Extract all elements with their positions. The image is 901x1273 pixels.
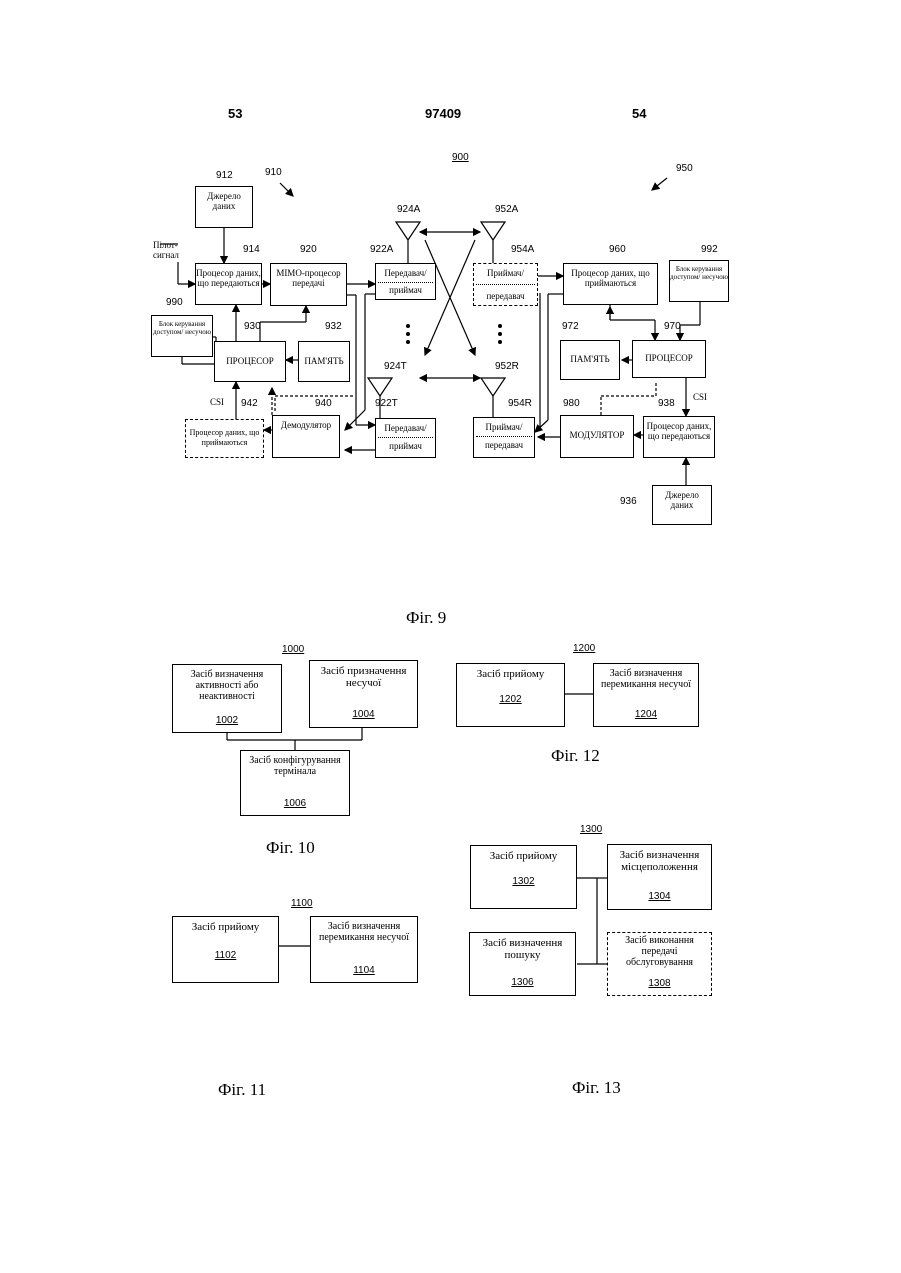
ref-912: 912 <box>216 170 233 181</box>
access-carrier-control-990: Блок керування доступом/ несучою <box>151 315 213 357</box>
rx-data-processor-942: Процесор даних, що приймаються <box>185 419 264 458</box>
csi-label-left: CSI <box>210 397 224 407</box>
mimo-tx-processor-920: MIMO-процесор передачі <box>270 263 347 306</box>
ref-938: 938 <box>658 398 675 409</box>
ref-970: 970 <box>664 321 681 332</box>
fig9-ref-950: 950 <box>676 163 693 174</box>
transceiver-922T: Передавач/ приймач <box>375 418 436 458</box>
box-1202: Засіб прийому1202 <box>456 663 565 727</box>
box-1104: Засіб визначення перемикання несучої1104 <box>310 916 418 983</box>
fig11-ref: 1100 <box>291 898 313 909</box>
box-1302: Засіб прийому1302 <box>470 845 577 909</box>
antenna-924A <box>396 222 420 240</box>
memory-972: ПАМ'ЯТЬ <box>560 340 620 380</box>
fig12-ref: 1200 <box>573 643 595 654</box>
fig10-ref: 1000 <box>282 644 304 655</box>
ref-980: 980 <box>563 398 580 409</box>
box-1004: Засіб призначення несучої1004 <box>309 660 418 728</box>
antenna-label-952R: 952R <box>495 361 519 372</box>
ref-914: 914 <box>243 244 260 255</box>
box-1006: Засіб конфігурування терміналa1006 <box>240 750 350 816</box>
tx-data-processor-914: Процесор даних, що передаються <box>195 263 262 305</box>
transceiver-954R: Приймач/ передавач <box>473 417 535 458</box>
processor-930: ПРОЦЕСОР <box>214 341 286 382</box>
box-1102: Засіб прийому1102 <box>172 916 279 983</box>
data-source-912: Джерело даних <box>195 186 253 228</box>
memory-932: ПАМ'ЯТЬ <box>298 341 350 382</box>
ref-990: 990 <box>166 297 183 308</box>
fig9-ref-910: 910 <box>265 167 282 178</box>
ref-936: 936 <box>620 496 637 507</box>
antenna-952A <box>481 222 505 240</box>
antenna-label-924T: 924T <box>384 361 407 372</box>
ref-922T: 922T <box>375 398 398 409</box>
data-source-936: Джерело даних <box>652 485 712 525</box>
rx-data-processor-960: Процесор даних, що приймаються <box>563 263 658 305</box>
ref-992: 992 <box>701 244 718 255</box>
box-1002: Засіб визначення активності або неактивн… <box>172 664 282 733</box>
ref-972: 972 <box>562 321 579 332</box>
ref-932: 932 <box>325 321 342 332</box>
transceiver-922A: Передавач/ приймач <box>375 263 436 300</box>
antenna-label-952A: 952A <box>495 204 518 215</box>
transceiver-954A: Приймач/ передавач <box>473 263 538 306</box>
ref-954R: 954R <box>508 398 532 409</box>
antenna-label-924A: 924A <box>397 204 420 215</box>
fig13-caption: Фіг. 13 <box>572 1078 621 1098</box>
fig12-caption: Фіг. 12 <box>551 746 600 766</box>
antenna-952R <box>481 378 505 396</box>
box-1306: Засіб визначення пошуку1306 <box>469 932 576 996</box>
ref-940: 940 <box>315 398 332 409</box>
antenna-924T <box>368 378 392 396</box>
box-1304: Засіб визначення місцеположення1304 <box>607 844 712 910</box>
ref-954A: 954A <box>511 244 534 255</box>
fig10-caption: Фіг. 10 <box>266 838 315 858</box>
modulator-980: МОДУЛЯТОР <box>560 415 634 458</box>
demodulator-940: Демодулятор <box>272 415 340 458</box>
ref-920: 920 <box>300 244 317 255</box>
fig13-ref: 1300 <box>580 824 602 835</box>
ref-960: 960 <box>609 244 626 255</box>
csi-label-right: CSI <box>693 392 707 402</box>
ref-942: 942 <box>241 398 258 409</box>
box-1204: Засіб визначення перемикання несучої1204 <box>593 663 699 727</box>
fig11-caption: Фіг. 11 <box>218 1080 266 1100</box>
ref-922A: 922A <box>370 244 393 255</box>
pilot-signal-label: Пілот-сигнал <box>153 240 183 260</box>
ref-930: 930 <box>244 321 261 332</box>
fig9-ref-900: 900 <box>452 152 469 163</box>
fig9-caption: Фіг. 9 <box>406 608 446 628</box>
box-1308: Засіб виконання передачі обслуговування1… <box>607 932 712 996</box>
processor-970: ПРОЦЕСОР <box>632 340 706 378</box>
access-carrier-control-992: Блок керування доступом/ несучою <box>669 260 729 302</box>
tx-data-processor-938: Процесор даних, що передаються <box>643 416 715 458</box>
